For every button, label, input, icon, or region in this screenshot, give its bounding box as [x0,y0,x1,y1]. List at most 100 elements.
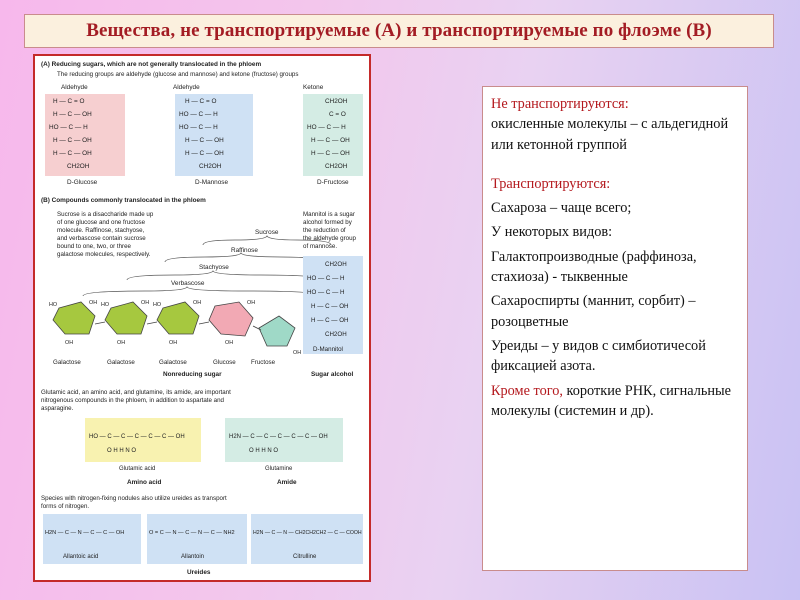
notes-panel: Не транспортируются: окисленные молекулы… [482,86,748,571]
sucrose-text-2: of one glucose and one fructose [57,219,146,226]
amino-text-1: Glutamic acid, an amino acid, and glutam… [41,389,231,396]
galactose-ring-1 [52,301,96,335]
ring-label-galactose-3: Galactose [159,359,187,366]
fructose-name: D-Fructose [317,179,349,186]
allantoic-name: Allantoic acid [63,554,98,560]
glutamic-name: Glutamic acid [119,466,155,472]
svg-text:OH: OH [141,300,149,306]
section-b-header: (B) Compounds commonly translocated in t… [41,197,206,204]
svg-text:OH: OH [65,340,73,346]
svg-text:OH: OH [169,340,177,346]
glucose-row-2: H — C — OH [53,111,92,118]
figure-canvas: (A) Reducing sugars, which are not gener… [41,61,363,576]
sugar-alcohol-label: Sugar alcohol [311,371,353,378]
mannitol-row-2: HO — C — H [307,275,344,282]
mannitol-text-1: Mannitol is a sugar [303,211,355,218]
amino-acid-caption: Amino acid [127,479,162,486]
mannose-row-6: CH2OH [199,163,222,170]
citrulline-name: Citrulline [293,554,317,560]
amino-description: Glutamic acid, an amino acid, and glutam… [41,389,231,412]
not-transported-text: окисленные молекулы – с альдегидной или … [491,116,729,153]
svg-text:OH: OH [193,300,201,306]
glucose-structure: H — C = O H — C — OH HO — C — H H — C — … [49,98,98,186]
galactose-ring-2 [104,301,148,335]
bracket-verbascose: Verbascose [171,280,205,287]
citrulline-highlight [251,514,363,564]
mannose-row-4: H — C — OH [185,137,224,144]
mannitol-text-4: the aldehyde group [303,235,357,242]
glucose-row-1: H — C = O [53,98,84,105]
mannitol-row-4: H — C — OH [311,303,348,310]
also-note: Кроме того, короткие РНК, сигнальные мол… [491,381,739,422]
sugar-chain [52,301,296,347]
ring-labels: Galactose Galactose Galactose Glucose Fr… [53,359,276,366]
also-heading: Кроме того, [491,382,563,399]
amino-text-2: nitrogenous compounds in the phloem, in … [41,397,225,404]
sucrose-text-1: Sucrose is a disaccharide made up [57,211,154,218]
ureides-note: Уреиды – у видов с симбиотичесой фиксаци… [491,337,706,375]
section-a-header: (A) Reducing sugars, which are not gener… [41,61,261,68]
ureides-text-1: Species with nitrogen-fixing nodules als… [41,495,227,502]
ring-label-galactose-1: Galactose [53,359,81,366]
fructose-row-4: H — C — OH [311,137,350,144]
galacto-note: Галактопроизводные (раффиноза, стахиоза)… [491,248,697,286]
ring-label-glucose: Glucose [213,359,236,366]
sucrose-text-5: bound to one, two, or three [57,243,132,250]
glutamine-name: Glutamine [265,466,293,472]
mannose-row-1: H — C = O [185,98,216,105]
fructose-row-2: C = O [329,111,346,118]
sucrose-text-4: and verbascose contain sucrose [57,235,146,242]
alcohols-note: Сахароспирты (маннит, сорбит) – розоцвет… [491,293,696,330]
svg-text:OH: OH [225,340,233,346]
section-a-subtitle: The reducing groups are aldehyde (glucos… [57,71,298,78]
allantoin-name: Allantoin [181,554,204,560]
fructose-structure: CH2OH C = O HO — C — H H — C — OH H — C … [307,98,350,186]
svg-text:HO: HO [153,302,161,308]
glutamine-highlight [225,418,343,462]
amide-caption: Amide [277,479,297,486]
mannitol-row-5: H — C — OH [311,317,348,324]
ureides-caption: Ureides [187,569,211,576]
glucose-row-4: H — C — OH [53,137,92,144]
mannitol-name: D-Mannitol [313,346,343,353]
sucrose-description: Sucrose is a disaccharide made up of one… [57,211,154,258]
svg-text:OH: OH [117,340,125,346]
type-label-mannose: Aldehyde [173,84,200,91]
glutamine-sub: O H H N O [249,448,278,454]
fructose-row-1: CH2OH [325,98,348,105]
glucose-ring [208,301,254,337]
phloem-figure: (A) Reducing sugars, which are not gener… [33,54,371,582]
mannose-name: D-Mannose [195,179,228,186]
allantoin-formula: O = C — N — C — N — C — NH2 [149,530,235,536]
fructose-row-6: CH2OH [325,163,348,170]
mannitol-row-1: CH2OH [325,261,347,268]
title-banner: Вещества, не транспортируемые (А) и тран… [24,14,774,48]
allantoic-highlight [43,514,141,564]
ring-label-fructose: Fructose [251,359,276,366]
bracket-sucrose: Sucrose [255,229,279,236]
ureides-text-2: forms of nitrogen. [41,503,89,510]
mannitol-highlight [303,256,363,354]
sucrose-text-6: galactose molecules, respectively. [57,251,151,258]
glutamine-formula: H2N — C — C — C — C — C — OH [229,434,328,440]
mannose-row-3: HO — C — H [179,124,218,131]
svg-text:OH: OH [89,300,97,306]
mannose-row-2: HO — C — H [179,111,218,118]
svg-text:HO: HO [101,302,109,308]
glucose-name: D-Glucose [67,179,98,186]
fructose-row-5: H — C — OH [311,150,350,157]
type-label-fructose: Ketone [303,84,324,91]
sucrose-note: Сахароза – чаще всего; [491,200,632,217]
svg-text:OH: OH [293,350,301,356]
fructose-row-3: HO — C — H [307,124,346,131]
mannitol-description: Mannitol is a sugar alcohol formed by th… [303,211,357,250]
glutamic-structure: HO — C — C — C — C — C — OH O H H N O Gl… [89,434,185,472]
nonreducing-label: Nonreducing sugar [163,371,222,378]
glucose-row-5: H — C — OH [53,150,92,157]
glutamic-formula: HO — C — C — C — C — C — OH [89,434,185,440]
mannose-row-5: H — C — OH [185,150,224,157]
allantoin-highlight [147,514,247,564]
mannose-highlight [175,94,253,176]
citrulline-formula: H2N — C — N — CH2CH2CH2 — C — COOH [253,530,362,536]
mannose-structure: H — C = O HO — C — H HO — C — H H — C — … [179,98,228,186]
